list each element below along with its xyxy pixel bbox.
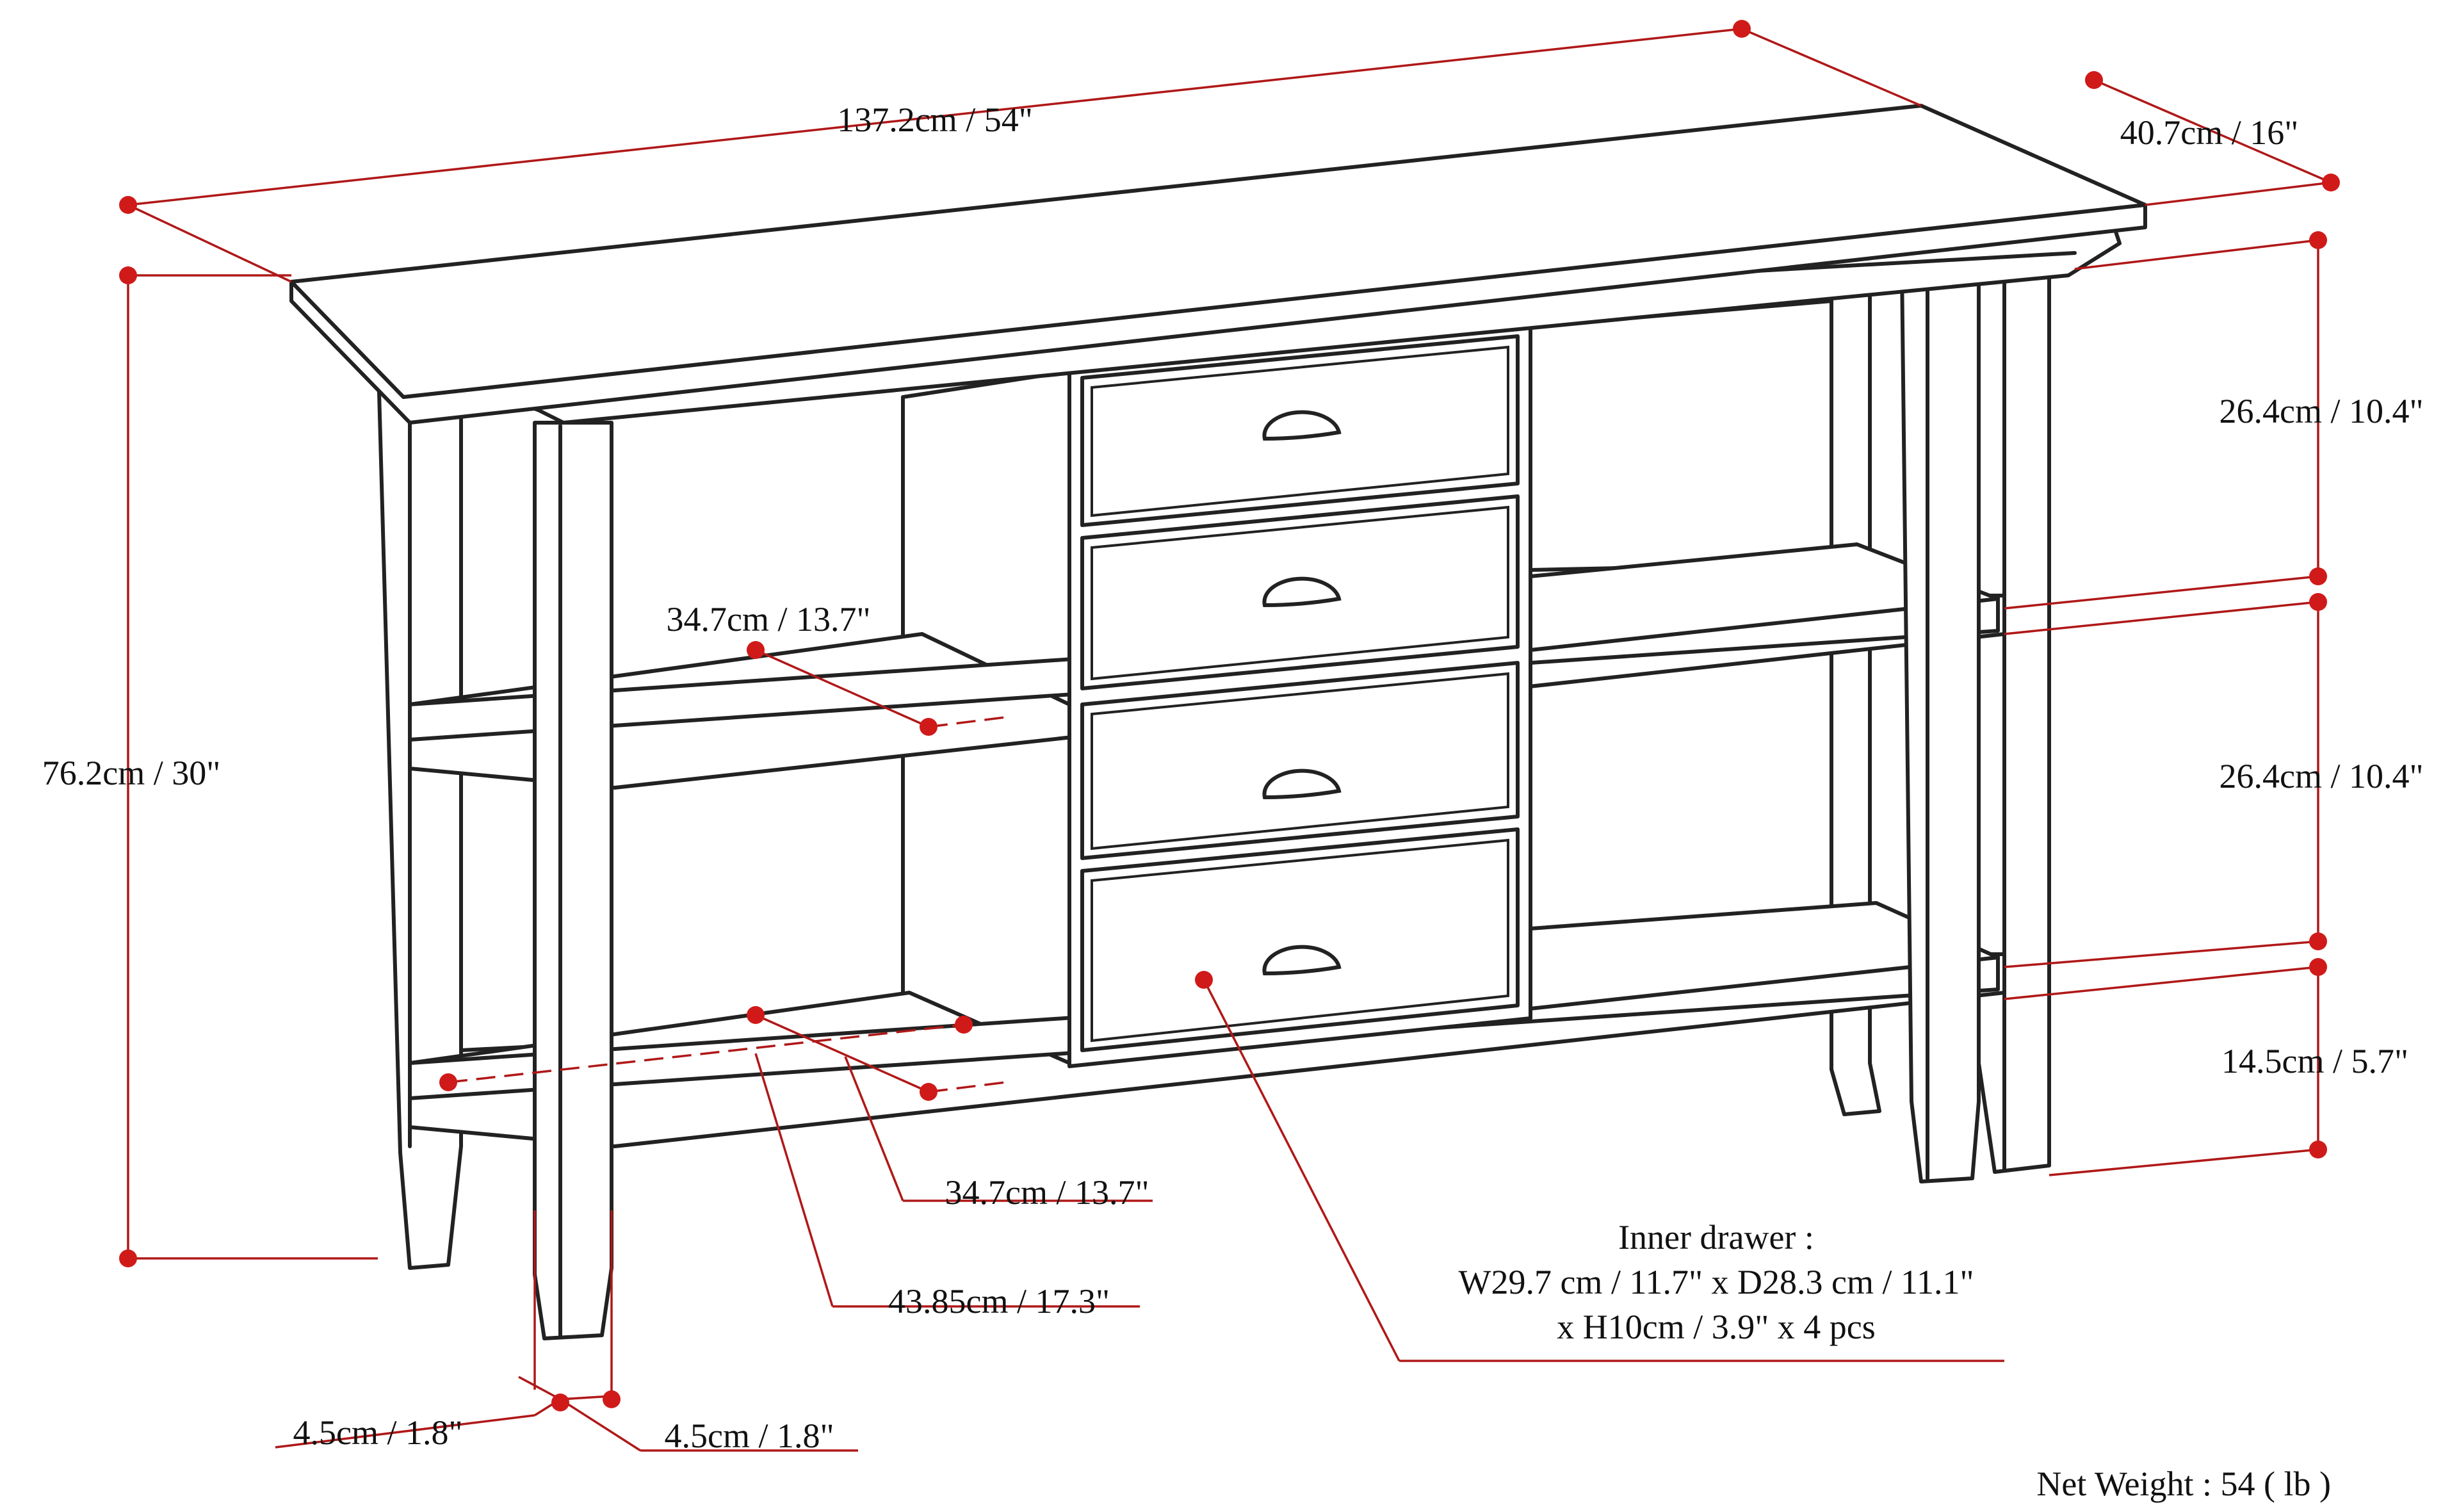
drawer-4 xyxy=(1080,827,1520,1052)
front-left-leg xyxy=(533,421,613,1340)
dimension-lines xyxy=(119,20,2340,1452)
overall-depth-label: 40.7cm / 16" xyxy=(2120,113,2299,152)
upper-section-height-label: 26.4cm / 10.4" xyxy=(2219,392,2423,430)
inner-drawer-note: Inner drawer : W29.7 cm / 11.7" x D28.3 … xyxy=(1459,1218,1974,1346)
right-end-panel xyxy=(1977,273,2051,1174)
upper-shelf-opening-label: 34.7cm / 13.7" xyxy=(666,600,870,638)
inner-drawer-size: W29.7 cm / 11.7" x D28.3 cm / 11.1" xyxy=(1459,1263,1974,1301)
net-weight-label: Net Weight : 54 ( lb ) xyxy=(2036,1465,2331,1503)
drawer-3 xyxy=(1080,661,1520,860)
leg-depth-label: 4.5cm / 1.8" xyxy=(664,1417,834,1455)
dimension-labels: 137.2cm / 54" 40.7cm / 16" 76.2cm / 30" … xyxy=(42,101,2424,1455)
leg-width-label: 4.5cm / 1.8" xyxy=(293,1413,462,1452)
overall-height-label: 76.2cm / 30" xyxy=(42,754,221,792)
front-right-leg xyxy=(1900,267,1981,1183)
overall-width-label: 137.2cm / 54" xyxy=(837,101,1033,139)
inner-drawer-height-qty: x H10cm / 3.9" x 4 pcs xyxy=(1557,1308,1876,1346)
right-cabinet-divider xyxy=(1529,299,1833,572)
middle-section-height-label: 26.4cm / 10.4" xyxy=(2219,757,2423,795)
inner-drawer-title: Inner drawer : xyxy=(1618,1218,1814,1256)
leg-clearance-height-label: 14.5cm / 5.7" xyxy=(2221,1042,2408,1080)
shelf-depth-label: 43.85cm / 17.3" xyxy=(888,1282,1110,1321)
lower-shelf-opening-label: 34.7cm / 13.7" xyxy=(945,1173,1149,1212)
drawer-pulls xyxy=(1262,410,1342,976)
tabletop-front-edge xyxy=(289,203,2147,425)
console-table-drawing xyxy=(289,104,2147,1340)
